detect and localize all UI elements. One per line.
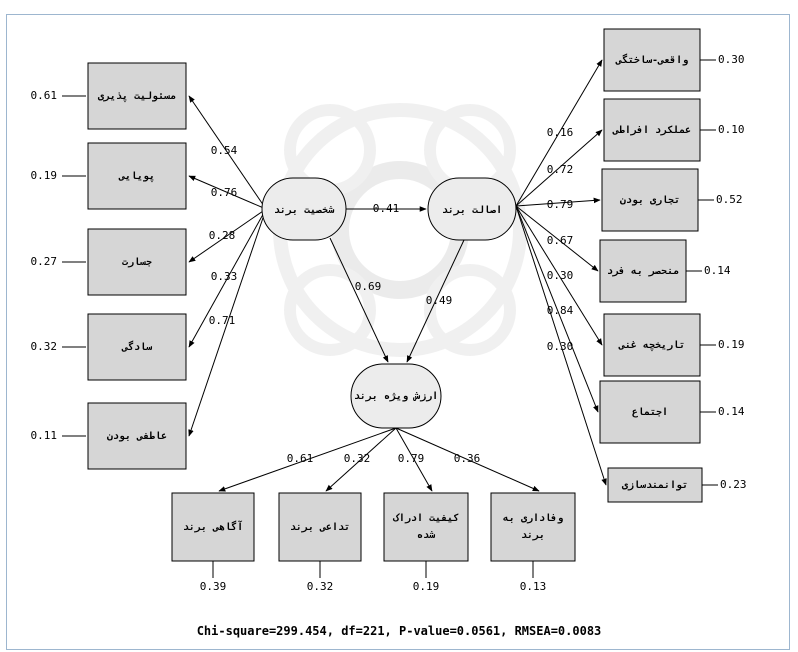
indicator-box: [599, 380, 701, 444]
loading-coefficient: 0.71: [209, 314, 236, 327]
loading-arrow: [515, 205, 607, 486]
loading-coefficient: 0.84: [547, 304, 574, 317]
loading-coefficient: 0.30: [547, 340, 574, 353]
loading-coefficient: 0.33: [211, 270, 238, 283]
indicator-label: برند: [521, 530, 545, 541]
loading-arrow: [395, 427, 540, 492]
path-coefficient: 0.69: [355, 280, 382, 293]
path-coefficient: 0.49: [426, 294, 453, 307]
indicator-box: [278, 492, 362, 562]
loading-coefficient: 0.28: [209, 229, 236, 242]
indicator-box: [87, 402, 187, 470]
indicator-box: [599, 239, 687, 303]
indicator-label: واقعی-ساختگی: [615, 53, 688, 66]
indicator-label: تجاری بودن: [620, 195, 680, 206]
indicator-label: پویایی: [118, 171, 155, 183]
path-coefficient: 0.41: [373, 202, 400, 215]
indicator-box: [87, 313, 187, 381]
latent-node: [427, 177, 517, 241]
fit-statistics: Chi-square=299.454, df=221, P-value=0.05…: [197, 624, 602, 638]
loading-coefficient: 0.54: [211, 144, 238, 157]
error-variance: 0.32: [31, 340, 58, 353]
error-variance: 0.23: [720, 478, 747, 491]
indicator-box: [603, 313, 701, 377]
error-variance: 0.13: [520, 580, 547, 593]
indicator-label: وفاداری به: [503, 513, 563, 524]
loading-arrow: [515, 197, 601, 207]
error-variance: 0.19: [31, 169, 58, 182]
indicator-box: [490, 492, 576, 562]
loading-arrow: [515, 205, 599, 413]
indicator-label: کیفیت ادراک: [393, 512, 459, 524]
indicator-label: جسارت: [122, 257, 152, 268]
indicator-label: آگاهی برند: [183, 520, 243, 533]
indicator-box: [601, 168, 699, 232]
loading-coefficient: 0.61: [287, 452, 314, 465]
path-arrow: [329, 237, 389, 363]
indicator-label: منحصر به فرد: [607, 266, 679, 277]
error-variance: 0.10: [718, 123, 745, 136]
loading-arrow: [188, 95, 267, 210]
error-variance: 0.27: [31, 255, 58, 268]
loading-coefficient: 0.16: [547, 126, 574, 139]
loading-coefficient: 0.79: [547, 198, 574, 211]
indicator-label: عملکرد افراطی: [612, 125, 691, 136]
loading-arrow: [188, 208, 267, 263]
loading-coefficient: 0.72: [547, 163, 574, 176]
indicator-label: مسئولیت پذیری: [98, 91, 176, 103]
loading-arrow: [515, 129, 603, 207]
error-variance: 0.19: [718, 338, 745, 351]
latent-label: شخصیت برند: [274, 205, 335, 216]
loading-coefficient: 0.67: [547, 234, 574, 247]
latent-label: اصالت برند: [442, 205, 502, 216]
error-variance: 0.52: [716, 193, 743, 206]
path-arrow: [406, 239, 465, 363]
loading-arrow: [395, 427, 433, 492]
indicator-label: تداعی برند: [290, 522, 350, 533]
canvas-border: [6, 14, 790, 650]
indicator-label: اجتماع: [632, 407, 668, 418]
error-variance: 0.11: [31, 429, 58, 442]
loading-coefficient: 0.30: [547, 269, 574, 282]
indicator-box: [603, 98, 701, 162]
loading-arrow: [218, 427, 397, 492]
loading-coefficient: 0.32: [344, 452, 371, 465]
error-variance: 0.14: [704, 264, 731, 277]
loading-arrow: [188, 208, 267, 437]
error-variance: 0.19: [413, 580, 440, 593]
loading-arrow: [515, 205, 599, 272]
indicator-box: [87, 142, 187, 210]
loading-arrow: [515, 59, 603, 207]
loading-arrow: [325, 427, 397, 492]
indicator-box: [87, 62, 187, 130]
error-variance: 0.61: [31, 89, 58, 102]
loading-coefficient: 0.36: [454, 452, 481, 465]
indicator-box: [383, 492, 469, 562]
indicator-box: [171, 492, 255, 562]
loading-arrow: [188, 175, 267, 210]
indicator-box: [603, 28, 701, 92]
loading-arrow: [515, 205, 603, 346]
error-variance: 0.39: [200, 580, 227, 593]
latent-label: ارزش ویژه برند: [354, 391, 438, 402]
indicator-label: تاریخچه غنی: [618, 340, 685, 352]
error-variance: 0.14: [718, 405, 745, 418]
loading-coefficient: 0.79: [398, 452, 425, 465]
indicator-label: شده: [417, 530, 436, 541]
indicator-label: عاطفی بودن: [107, 431, 167, 442]
indicator-box: [87, 228, 187, 296]
indicator-label: توانمندسازی: [622, 480, 688, 491]
loading-arrow: [188, 208, 267, 348]
indicator-box: [607, 467, 703, 503]
error-variance: 0.30: [718, 53, 745, 66]
indicator-label: سادگی: [121, 340, 153, 353]
latent-node: [350, 363, 442, 429]
error-variance: 0.32: [307, 580, 334, 593]
latent-node: [261, 177, 347, 241]
loading-coefficient: 0.76: [211, 186, 238, 199]
